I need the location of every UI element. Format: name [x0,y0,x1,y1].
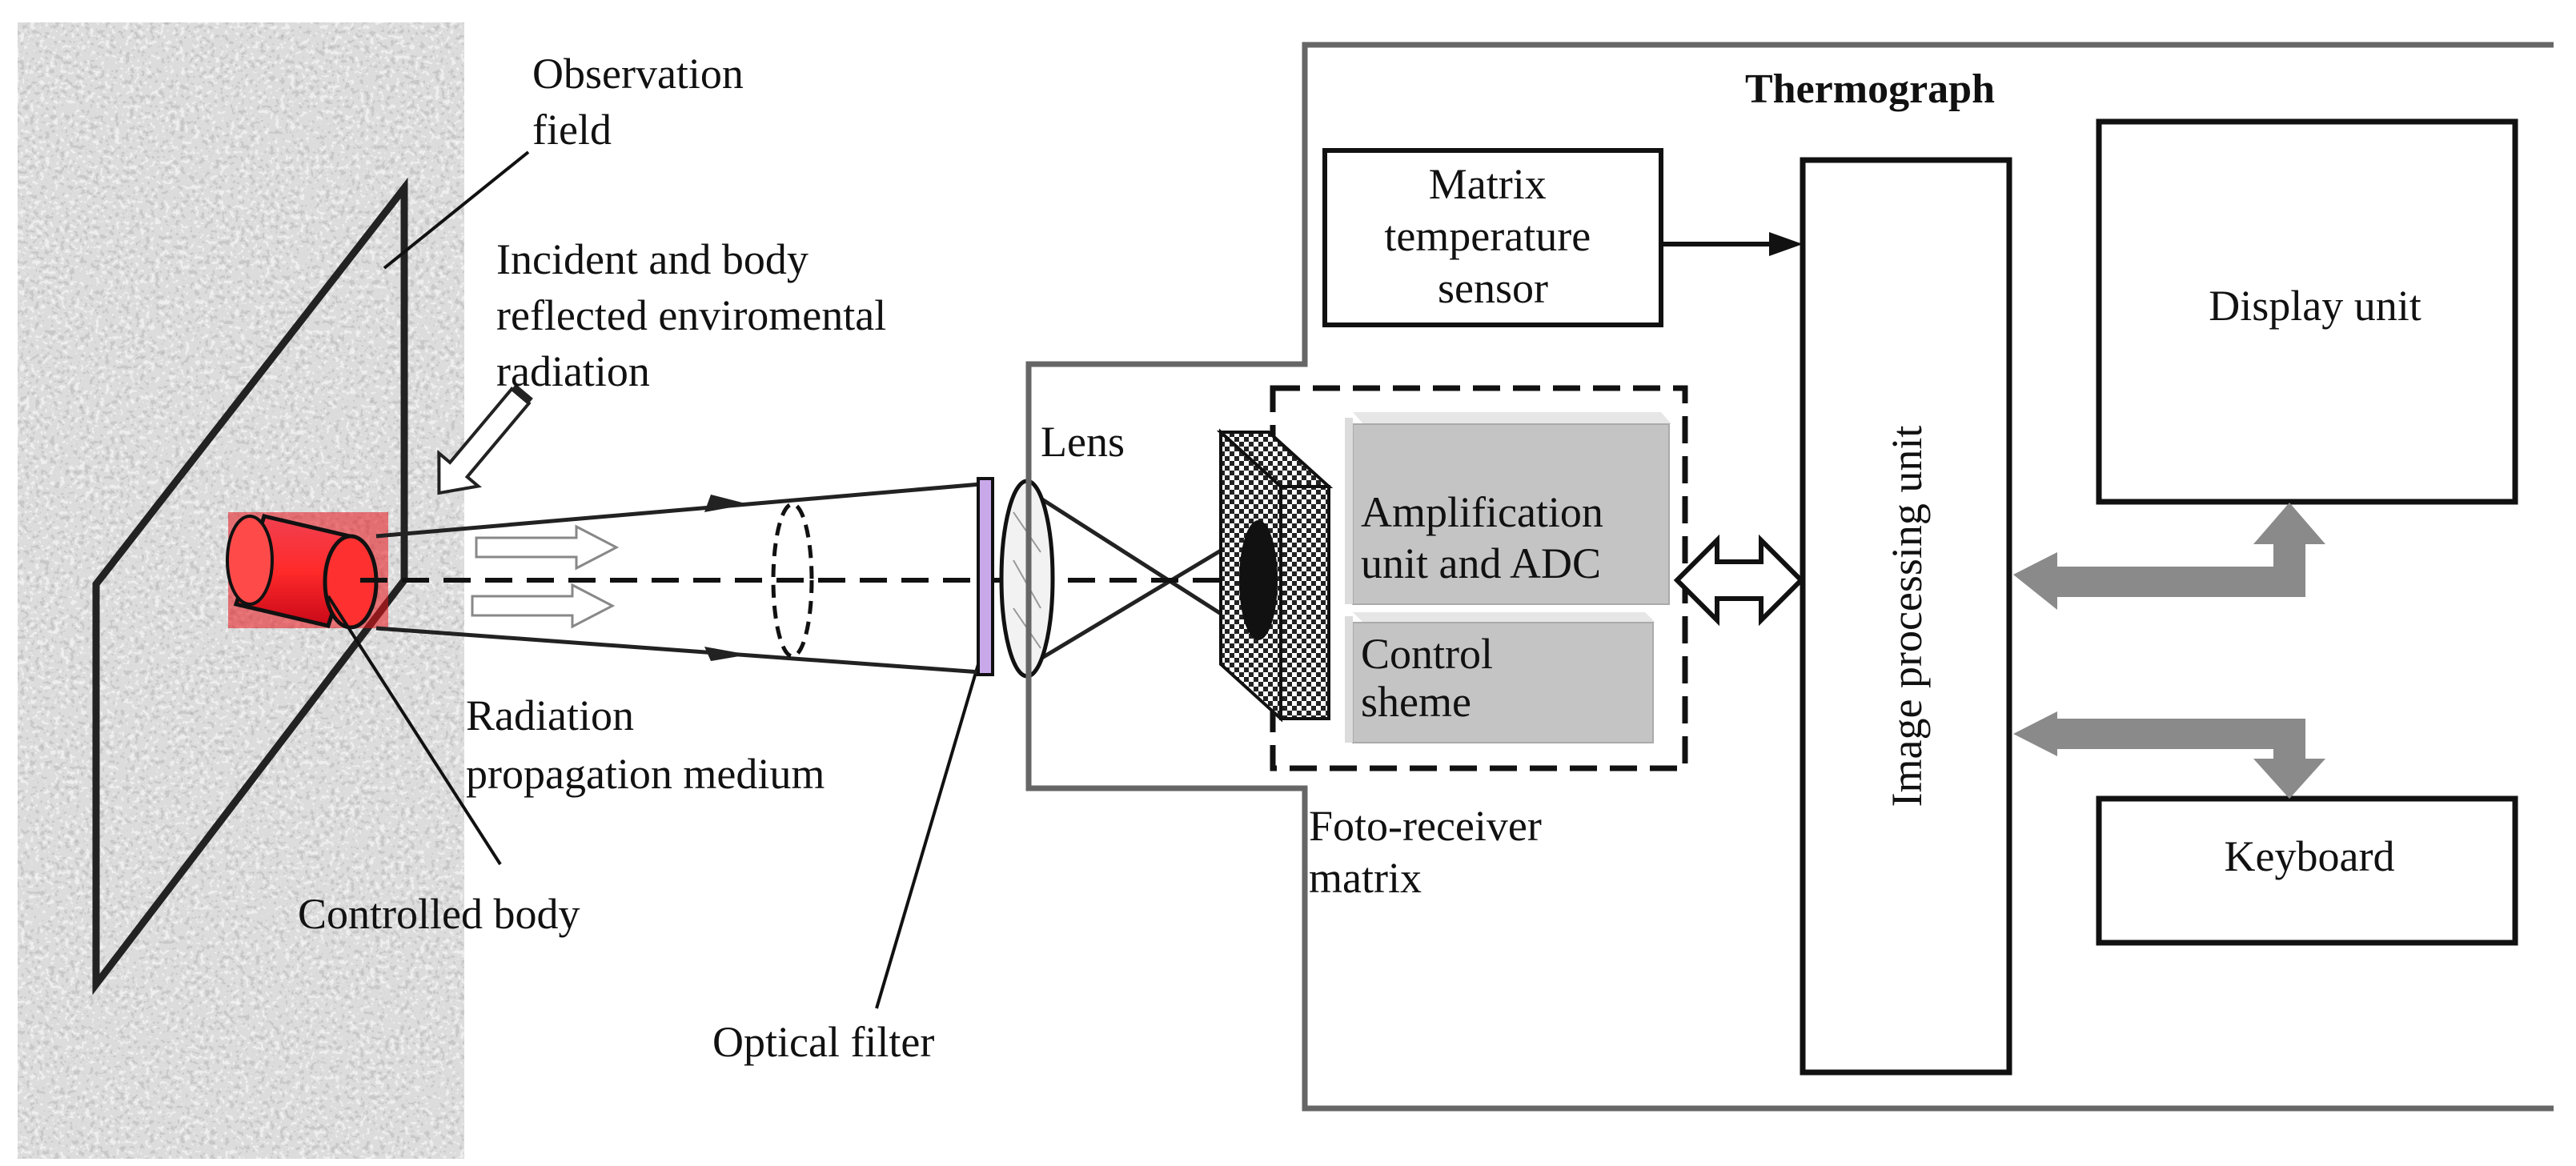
processing-keyboard-arrow [2013,711,2325,799]
matrix-sensor-label: Matrix temperature sensor [1384,160,1601,312]
sensor-to-processing-arrow [1661,232,1803,256]
amplification-block [1345,412,1671,605]
image-processing-label: Image processing unit [1883,426,1931,807]
keyboard-label: Keyboard [2225,832,2395,880]
control-scheme-label: Control sheme [1361,630,1504,726]
leader-lines [327,150,982,1009]
thermograph-housing [1025,42,2554,1112]
incident-radiation-label: Incident and body reflected enviromental… [496,235,897,395]
display-unit-label: Display unit [2209,282,2422,330]
optical-filter [977,477,994,676]
controlled-body-label: Controlled body [298,890,580,938]
radiation-medium-label: Radiation propagation medium [466,691,825,798]
display-unit-box [2096,118,2518,505]
beam-cross-section [771,502,814,659]
foto-receiver-label: Foto-receiver matrix [1309,802,1552,902]
controlled-body-cylinder [226,512,388,630]
amplification-unit-label: Amplification unit and ADC [1361,488,1614,587]
incident-radiation-arrow [437,383,533,495]
observation-field-label: Observation field [532,50,754,154]
reflected-radiation-arrows [471,524,620,629]
processing-display-arrow [2013,503,2325,610]
lens-label: Lens [1041,418,1125,466]
radiation-beam [375,482,1226,675]
optical-filter-label: Optical filter [712,1018,934,1066]
image-processing-unit-box [1800,157,2012,1076]
control-scheme-block [1345,612,1655,743]
keyboard-box [2096,795,2518,946]
photo-sensor-block [1216,428,1334,723]
matrix-temperature-sensor-box [1322,148,1663,327]
thermograph-title: Thermograph [1745,66,1995,112]
adc-processing-double-arrow [1673,534,1805,627]
